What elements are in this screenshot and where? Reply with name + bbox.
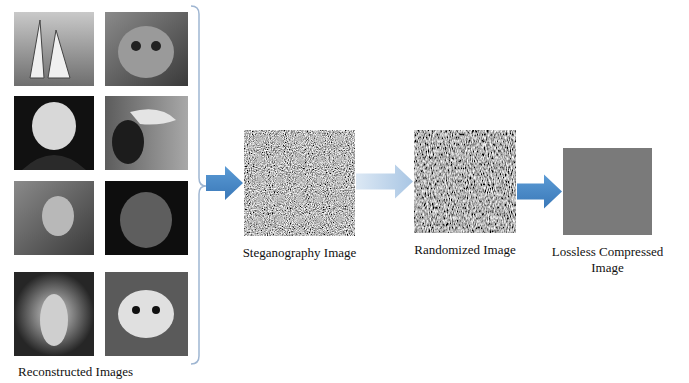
toucan-photo bbox=[105, 96, 188, 170]
nose-shape bbox=[40, 294, 68, 346]
image-box: Lossless Compressed Image bbox=[563, 148, 652, 235]
noise-image bbox=[414, 130, 516, 233]
panda-eye bbox=[152, 306, 160, 314]
cat-face bbox=[118, 26, 174, 78]
panda-eye bbox=[132, 306, 140, 314]
image-box: Steganography Image bbox=[244, 130, 355, 236]
sail-shape bbox=[30, 20, 70, 78]
lion-photo bbox=[105, 181, 188, 255]
face-shape bbox=[42, 196, 74, 236]
red-panda-photo bbox=[105, 272, 188, 356]
portrait-photo bbox=[14, 181, 94, 255]
einstein-photo bbox=[14, 96, 94, 170]
face-shape bbox=[32, 102, 76, 150]
cat-eye bbox=[151, 41, 161, 51]
image-caption: Randomized Image bbox=[400, 242, 530, 258]
cat-eye bbox=[131, 41, 141, 51]
noise-image bbox=[244, 130, 355, 236]
image-caption: Reconstructed Images bbox=[18, 364, 198, 380]
sailboat-photo bbox=[14, 12, 94, 86]
grey-image bbox=[563, 148, 652, 235]
block-arrow bbox=[517, 175, 562, 209]
image-box: Randomized Image bbox=[414, 130, 516, 233]
panda-face bbox=[118, 290, 174, 338]
image-caption: Lossless Compressed Image bbox=[552, 244, 664, 276]
block-arrow bbox=[356, 165, 413, 199]
thumbnail-images bbox=[14, 12, 188, 356]
group-bracket bbox=[191, 6, 206, 364]
beak-shape bbox=[130, 109, 176, 124]
image-caption: Steganography Image bbox=[225, 245, 375, 261]
block-arrow bbox=[206, 166, 243, 200]
bird-body bbox=[112, 120, 144, 164]
cat-photo bbox=[105, 12, 188, 86]
lion-face bbox=[120, 192, 172, 248]
coat-shape bbox=[22, 155, 86, 170]
image-group: Reconstructed Images bbox=[10, 8, 205, 358]
baboon-photo bbox=[14, 272, 94, 356]
